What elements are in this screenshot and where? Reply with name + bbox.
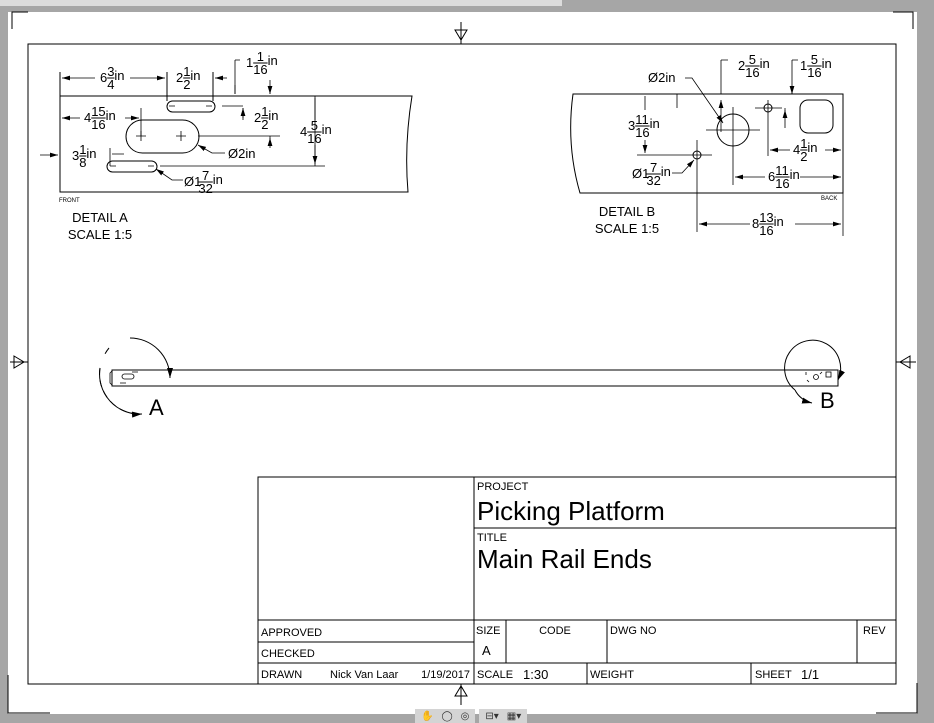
size-label: SIZE — [476, 625, 500, 637]
project-name[interactable]: Picking Platform — [477, 496, 665, 526]
detail-b-view[interactable] — [570, 59, 844, 236]
drawn-by[interactable]: Nick Van Laar — [330, 669, 399, 681]
scale-value[interactable]: 1:30 — [523, 667, 548, 682]
detail-a-callout-arc — [129, 337, 173, 379]
weight-label: WEIGHT — [590, 669, 634, 681]
pan-icon[interactable]: ✋ — [421, 710, 434, 722]
detail-a-view[interactable] — [40, 59, 413, 193]
drawing-title[interactable]: Main Rail Ends — [477, 544, 652, 574]
ribbon-tabs-strip[interactable] — [0, 0, 562, 6]
size-value[interactable]: A — [482, 643, 491, 658]
drawn-label: DRAWN — [261, 669, 302, 681]
code-label: CODE — [539, 625, 571, 637]
navigation-bar: ✋ ◯ ◎ ⊟▾ ▦▾ — [415, 709, 528, 723]
drawn-date[interactable]: 1/19/2017 — [421, 669, 470, 681]
callout-a-label: A — [149, 395, 164, 420]
scale-label: SCALE — [477, 669, 513, 681]
main-rail-view[interactable] — [99, 337, 845, 418]
orbit-icon[interactable]: ◎ — [460, 710, 470, 722]
approved-label: APPROVED — [261, 627, 322, 639]
detail-a-title: DETAIL A — [72, 210, 128, 225]
detail-a-scale: SCALE 1:5 — [68, 227, 132, 242]
detail-b-title: DETAIL B — [599, 204, 655, 219]
detail-b-callout-arc — [784, 339, 845, 391]
detail-a-side-label: FRONT — [59, 198, 80, 204]
sheet-corner-marks — [7, 11, 918, 714]
checked-label: CHECKED — [261, 648, 315, 660]
detail-a-top-slot — [166, 100, 216, 113]
display-mode-icon[interactable]: ▦▾ — [506, 710, 522, 722]
view-settings-icon[interactable]: ⊟▾ — [485, 710, 499, 722]
detail-b-scale: SCALE 1:5 — [595, 221, 659, 236]
main-rail — [111, 369, 839, 387]
detail-b-dim-large-hole-dia: Ø2in — [648, 70, 675, 85]
detail-b-square-cutout — [799, 99, 834, 134]
detail-a-large-slot — [125, 119, 200, 154]
drawing-border — [27, 43, 897, 685]
zoom-icon[interactable]: ◯ — [441, 710, 453, 722]
drawing-sheet — [8, 12, 917, 714]
center-marks — [10, 22, 916, 705]
detail-a-plate-outline — [59, 95, 413, 193]
project-label: PROJECT — [477, 481, 529, 493]
title-block — [257, 476, 897, 685]
sheet-label: SHEET — [755, 669, 792, 681]
title-label: TITLE — [477, 532, 507, 544]
callout-b-label: B — [820, 388, 835, 413]
detail-b-plate-outline — [570, 93, 844, 194]
sheet-value[interactable]: 1/1 — [801, 667, 819, 682]
detail-a-dim-large-slot-dia: Ø2in — [228, 146, 255, 161]
dwg-no-label: DWG NO — [610, 625, 657, 637]
detail-b-side-label: BACK — [821, 196, 837, 202]
detail-a-bottom-slot — [106, 160, 158, 173]
rev-label: REV — [863, 625, 886, 637]
